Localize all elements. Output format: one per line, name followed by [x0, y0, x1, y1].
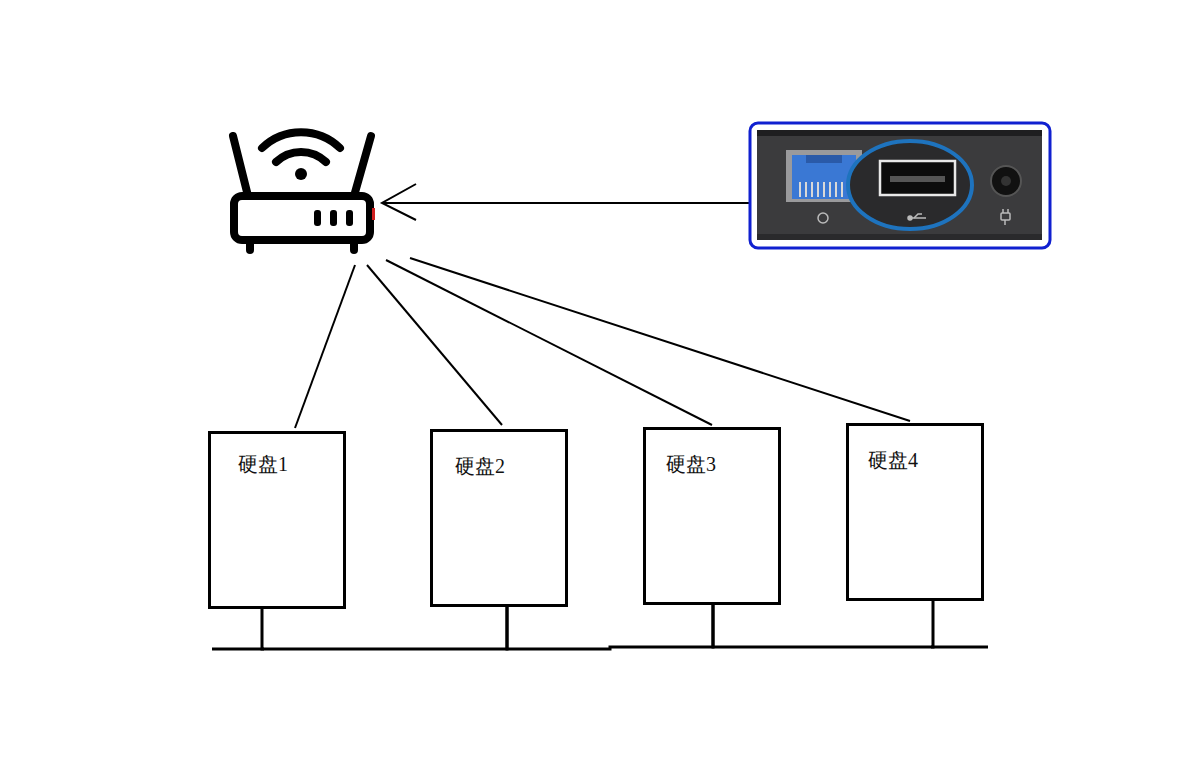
drive-label: 硬盘1 — [238, 452, 288, 476]
bus-line — [262, 607, 507, 649]
drive-box: 硬盘1 — [208, 431, 346, 609]
drive-label: 硬盘3 — [666, 452, 716, 476]
drive-box: 硬盘2 — [430, 429, 568, 607]
bus-line — [507, 605, 713, 649]
router-wire — [295, 258, 910, 428]
bus-line — [713, 601, 933, 647]
drive-box: 硬盘3 — [643, 427, 781, 605]
drive-box: 硬盘4 — [846, 423, 984, 601]
port-photo — [750, 123, 1050, 248]
drive-label: 硬盘4 — [868, 448, 918, 472]
drive-label: 硬盘2 — [455, 454, 505, 478]
router-icon — [233, 132, 375, 250]
pointer-arrow — [382, 184, 750, 220]
